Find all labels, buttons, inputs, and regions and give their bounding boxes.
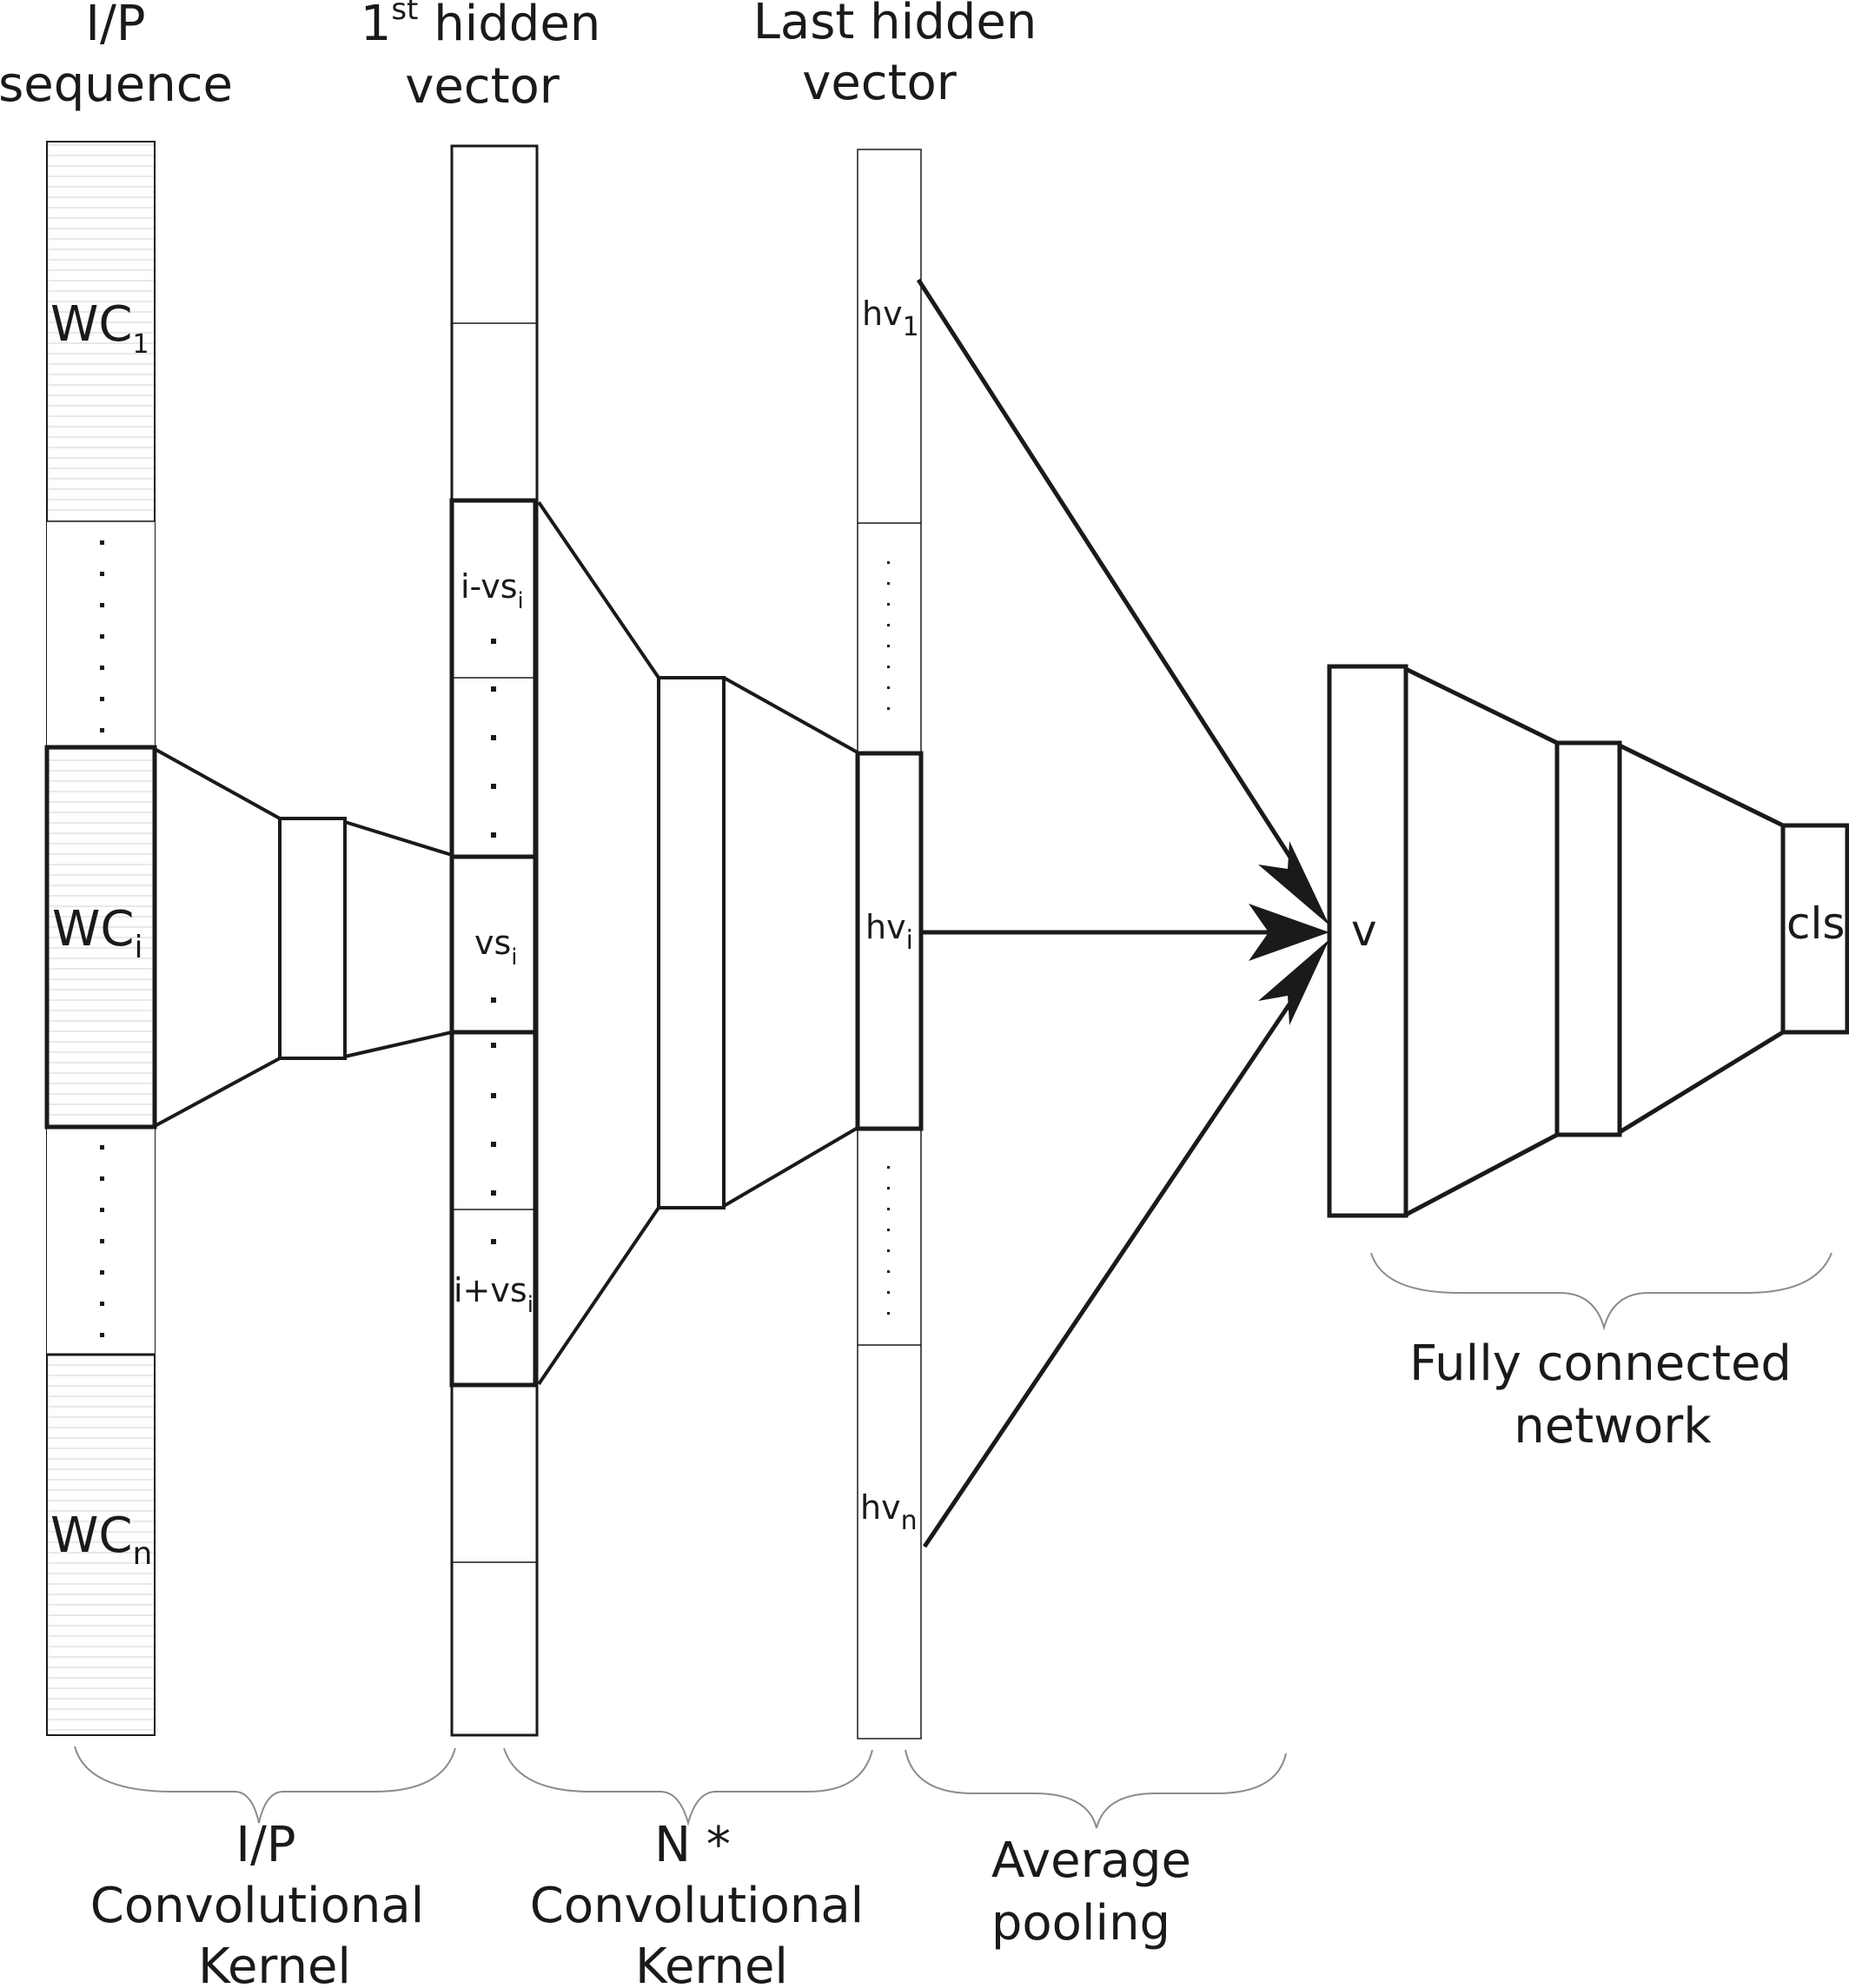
- svg-text:Average: Average: [991, 1832, 1191, 1889]
- wc-1-label: WC1: [50, 296, 149, 360]
- svg-text:Kernel: Kernel: [635, 1938, 788, 1988]
- svg-text:network: network: [1514, 1398, 1712, 1455]
- n-convolutional-kernel: [537, 500, 859, 1386]
- svg-text:N *: N *: [654, 1817, 731, 1873]
- wc-i-label: WCi: [52, 901, 143, 965]
- fully-connected-network: [1327, 664, 1849, 1218]
- svg-text:vector: vector: [802, 55, 958, 111]
- hv-n-label: hvn: [860, 1488, 918, 1536]
- svg-text:pooling: pooling: [991, 1895, 1170, 1952]
- braces: [74, 1252, 1832, 1829]
- svg-text:Kernel: Kernel: [198, 1938, 351, 1988]
- i-minus-vs-label: i-vsi: [461, 567, 524, 614]
- input-sequence-header: I/P sequence: [0, 0, 233, 113]
- vs-i-label: vsi: [474, 924, 518, 971]
- last-ellipsis: [887, 561, 890, 1315]
- last-window-hv-i: [855, 751, 924, 1131]
- svg-text:I/P: I/P: [235, 1817, 295, 1873]
- fully-connected-network-label: Fully connected network: [1409, 1335, 1792, 1455]
- brace-n-kernel: [503, 1747, 873, 1826]
- first-hidden-vector-header: 1st hidden vector: [361, 0, 601, 115]
- input-window-wc-i: [44, 745, 157, 1130]
- input-sequence-column: WC1 WCi WCn: [44, 141, 157, 1736]
- wc-n-label: WCn: [50, 1508, 152, 1572]
- v-node-label: v: [1351, 905, 1377, 956]
- i-plus-vs-label: i+vsi: [454, 1271, 533, 1318]
- hidden-window-vs: [449, 854, 538, 1035]
- first-hidden-vector-column: i-vsi vsi i+vsi: [449, 144, 539, 1737]
- svg-text:1st hidden: 1st hidden: [361, 0, 601, 52]
- svg-text:vector: vector: [405, 58, 560, 115]
- svg-text:Fully connected: Fully connected: [1409, 1335, 1792, 1392]
- input-convolutional-kernel: [154, 747, 453, 1128]
- n-kernel-label: N * Convolutional Kernel: [530, 1817, 864, 1988]
- hv-1-label: hv1: [862, 295, 919, 342]
- svg-text:Convolutional: Convolutional: [90, 1878, 424, 1934]
- average-pooling-label: Average pooling: [991, 1832, 1191, 1952]
- ip-kernel-label: I/P Convolutional Kernel: [90, 1817, 424, 1988]
- input-ellipsis-top: [100, 540, 104, 732]
- brace-fc: [1370, 1252, 1832, 1331]
- cls-node-label: cls: [1786, 898, 1845, 949]
- last-hidden-vector-column: hv1 hvi hvn: [855, 149, 924, 1740]
- brace-avg-pooling: [905, 1749, 1287, 1829]
- svg-text:I/P: I/P: [85, 0, 145, 52]
- last-hidden-vector-header: Last hidden vector: [753, 0, 1037, 111]
- hv-i-label: hvi: [865, 908, 913, 956]
- pooling-arrows: [916, 278, 1329, 1548]
- brace-ip-kernel: [74, 1746, 456, 1824]
- input-ellipsis-bottom: [100, 1145, 104, 1337]
- svg-text:Convolutional: Convolutional: [530, 1878, 864, 1934]
- hidden-ellipsis: [491, 639, 496, 1244]
- svg-text:Last hidden: Last hidden: [753, 0, 1037, 50]
- svg-text:sequence: sequence: [0, 56, 233, 113]
